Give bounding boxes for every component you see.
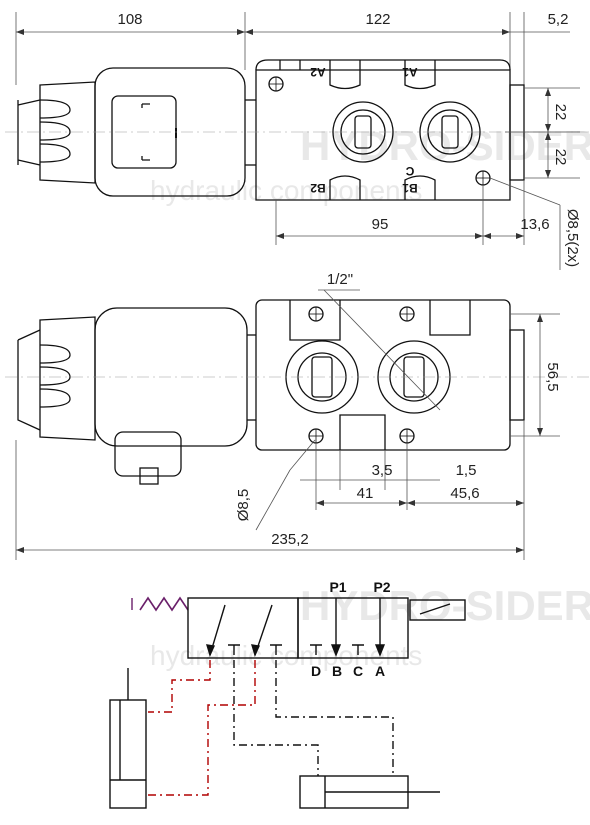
dim-h2: 22: [552, 149, 569, 166]
dim-overall: 235,2: [271, 531, 309, 548]
top-view-labels: 108 122 5,2 A2 A1 B2 B1 C: [117, 11, 568, 195]
dim-mid-hole: Ø8,5: [235, 489, 252, 522]
label-p2: P2: [373, 579, 390, 595]
dim-h1: 22: [552, 104, 569, 121]
top-right-dims: [489, 87, 580, 270]
dim-coil-width: 108: [117, 11, 142, 28]
schematic: [109, 596, 466, 809]
top-bottom-dims: [275, 180, 525, 245]
port-d: D: [311, 663, 321, 679]
port-label-b1: B1: [402, 181, 418, 195]
dim-body-width: 122: [365, 11, 390, 28]
middle-view: [5, 299, 590, 485]
port-label-b2: B2: [310, 181, 326, 195]
schematic-labels: P1 P2 D B C A: [311, 579, 391, 679]
dim-thread: 1/2": [327, 271, 353, 288]
dim-off-left: 3,5: [372, 462, 393, 479]
dim-off-right: 1,5: [456, 462, 477, 479]
dim-span-left: 41: [357, 485, 374, 502]
dim-mid-height: 56,5: [544, 362, 561, 391]
label-p1: P1: [329, 579, 346, 595]
port-a: A: [375, 663, 385, 679]
dim-tail-width: 5,2: [548, 11, 569, 28]
dim-body-base: 95: [372, 216, 389, 233]
port-c: C: [353, 663, 363, 679]
middle-dims: [15, 289, 560, 560]
port-label-c: C: [405, 164, 414, 178]
top-view: [5, 12, 590, 201]
watermark-sub-top: hydraulic components: [150, 175, 422, 206]
dim-tail-base: 13,6: [520, 216, 549, 233]
port-label-a2: A2: [310, 65, 326, 79]
dim-span-right: 45,6: [450, 485, 479, 502]
dim-top-hole: Ø8,5(2x): [564, 209, 581, 267]
port-label-a1: A1: [402, 65, 418, 79]
port-b: B: [332, 663, 342, 679]
